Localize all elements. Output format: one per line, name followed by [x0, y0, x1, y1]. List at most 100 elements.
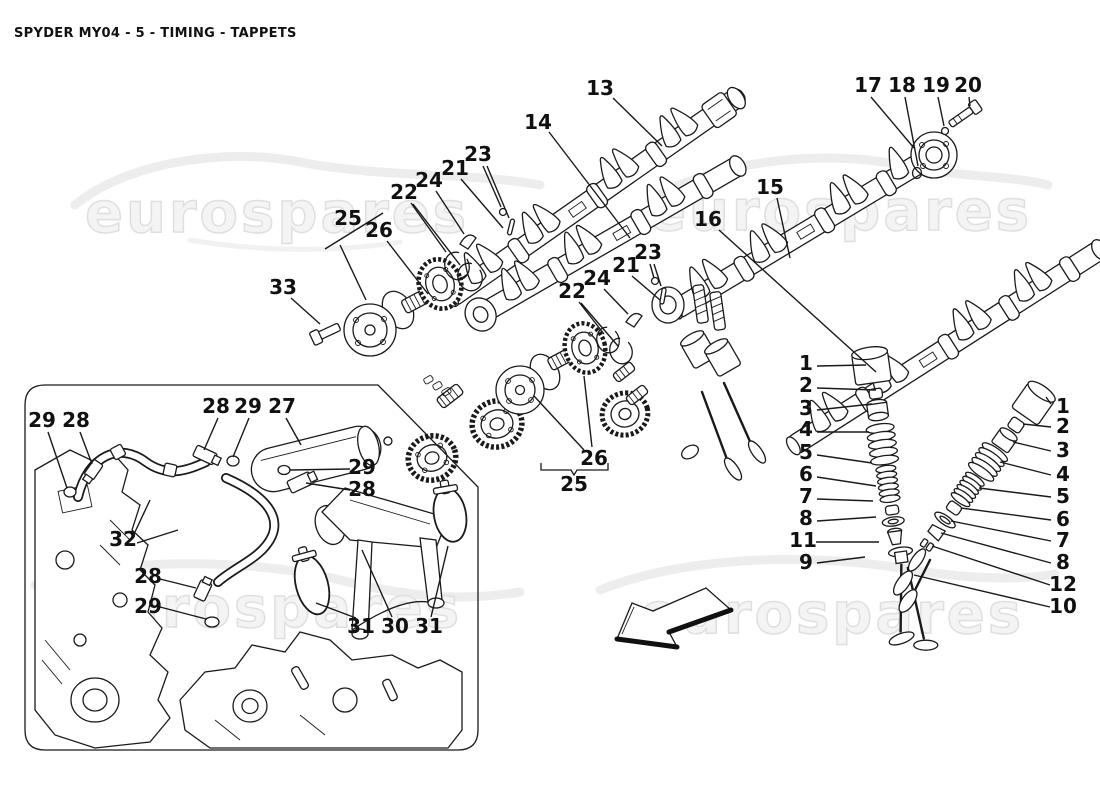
o-ring — [911, 166, 923, 180]
valve-head — [747, 440, 767, 464]
part-number-6: 6 — [1056, 507, 1070, 531]
engine-block-bottom — [179, 631, 463, 749]
part-number-11: 11 — [789, 528, 817, 552]
chain-sprocket — [599, 390, 651, 438]
sealing-ring — [63, 486, 77, 498]
front-journal-cap — [651, 286, 685, 324]
direction-arrow — [614, 587, 734, 650]
cam-variator-right-group — [910, 99, 983, 180]
valve-head — [723, 457, 743, 481]
leader-line — [653, 263, 662, 287]
leader-line — [999, 461, 1052, 476]
collets — [919, 538, 935, 552]
leader-line — [289, 468, 351, 471]
leader-line — [1045, 396, 1052, 405]
swoosh-top-left-echo — [187, 237, 403, 252]
bracket-25 — [540, 463, 609, 477]
valve-head — [898, 589, 918, 613]
leader-line — [816, 556, 866, 564]
center-bolt — [948, 99, 983, 128]
leader-line — [305, 482, 351, 491]
leader-line — [583, 375, 593, 448]
part-number-27: 27 — [268, 394, 296, 418]
engine-block-left — [34, 449, 171, 749]
toothed-wheel — [416, 257, 464, 311]
tappet-bucket — [680, 330, 717, 369]
inset-box-border — [24, 384, 479, 751]
leader-line — [159, 606, 207, 620]
part-number-3: 3 — [1056, 438, 1070, 462]
retainer-plate — [934, 511, 956, 529]
union-fitting — [81, 459, 104, 485]
part-number-9: 9 — [799, 550, 813, 574]
valve-guide — [927, 523, 947, 542]
leader-line — [816, 516, 877, 522]
inner-spring — [875, 464, 901, 504]
part-number-29: 29 — [134, 594, 162, 618]
camshaft-exhaust-left — [443, 86, 746, 308]
part-number-29: 29 — [28, 408, 56, 432]
leader-line — [410, 202, 447, 253]
chain-sprocket — [405, 433, 459, 483]
leader-line — [361, 549, 393, 618]
cam-variator-middle-group — [469, 276, 685, 450]
camshaft-intake-left — [464, 155, 747, 332]
part-number-26: 26 — [580, 446, 608, 470]
tappet-bucket — [704, 338, 741, 377]
shim — [868, 387, 884, 400]
page-title: SPYDER MY04 - 5 - TIMING - TAPPETS — [14, 26, 297, 41]
leader-line — [134, 499, 151, 533]
part-number-8: 8 — [799, 506, 813, 530]
part-number-22: 22 — [558, 279, 586, 303]
part-number-23: 23 — [634, 240, 662, 264]
dowel-pin — [506, 218, 516, 236]
part-number-29: 29 — [234, 394, 262, 418]
seal-ring — [609, 337, 633, 365]
part-number-20: 20 — [954, 73, 982, 97]
leader-line — [232, 417, 250, 458]
leader-line — [612, 97, 663, 147]
tappet-bucket — [1011, 380, 1056, 425]
leader-line — [816, 454, 873, 464]
part-number-26: 26 — [365, 218, 393, 242]
swoosh-top-left — [70, 151, 545, 210]
clamp — [432, 479, 468, 543]
part-number-31: 31 — [415, 614, 443, 638]
valve-head — [913, 639, 939, 651]
valve-assembly-right — [892, 380, 1056, 613]
leader-line — [816, 498, 874, 502]
leader-line — [47, 431, 68, 489]
leader-line — [776, 197, 791, 259]
part-number-30: 30 — [381, 614, 409, 638]
valve-stem — [722, 381, 754, 448]
valve-stem — [700, 390, 730, 464]
part-number-28: 28 — [134, 564, 162, 588]
leader-line — [940, 532, 1052, 564]
leader-line — [1022, 423, 1052, 428]
leader-line — [486, 165, 510, 219]
leader-line — [533, 395, 585, 451]
valve-head — [892, 570, 914, 596]
upper-retainer — [991, 427, 1018, 454]
cam-variator-left-group — [309, 207, 516, 483]
spring-seat — [945, 500, 963, 516]
chain-sprocket — [469, 398, 525, 450]
camshaft-intake-right — [785, 239, 1100, 456]
part-number-21: 21 — [441, 156, 469, 180]
part-number-24: 24 — [415, 168, 443, 192]
leader-line — [960, 507, 1052, 521]
part-number-22: 22 — [390, 180, 418, 204]
part-number-25: 25 — [560, 472, 588, 496]
leader-line — [482, 165, 502, 208]
part-number-12: 12 — [1049, 572, 1077, 596]
upper-retainer — [866, 398, 890, 422]
seal-ring — [457, 262, 483, 292]
leader-line — [159, 578, 197, 589]
leader-line — [978, 487, 1052, 498]
spring-pellet — [625, 384, 649, 406]
leader-line — [913, 574, 1051, 608]
leader-line — [931, 545, 1051, 586]
variator-bolt — [309, 323, 341, 346]
